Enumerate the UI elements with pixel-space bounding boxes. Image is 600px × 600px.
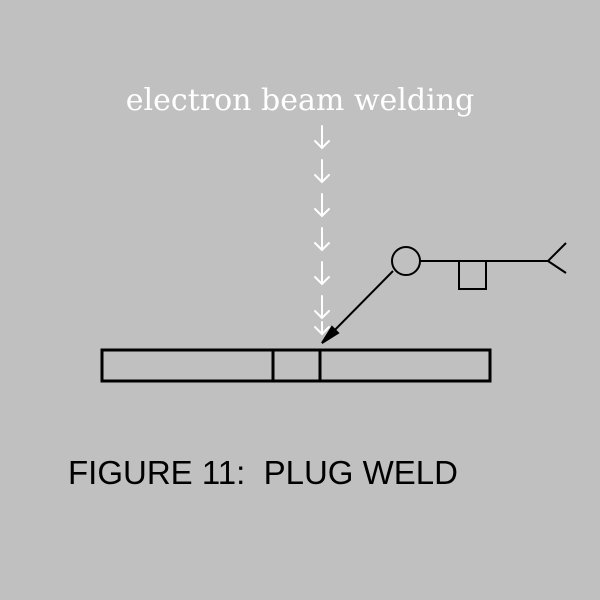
- beam-arrow-7: [314, 321, 330, 336]
- figure-caption: FIGURE 11: PLUG WELD: [68, 454, 458, 491]
- beam-arrow-4: [314, 227, 330, 252]
- weld-all-around-circle: [391, 246, 421, 276]
- electron-beam-arrows: [314, 125, 330, 336]
- beam-arrow-5: [314, 261, 330, 286]
- beam-arrow-1: [314, 125, 330, 150]
- plug-weld-zone: [271, 348, 322, 383]
- beam-arrow-3: [314, 193, 330, 218]
- beam-arrow-6: [314, 295, 330, 320]
- arrow-head: [321, 325, 340, 344]
- plate-assembly: [100, 348, 492, 383]
- workpiece: [100, 348, 492, 383]
- plug-weld-symbol: [458, 261, 487, 290]
- welding-symbol: [321, 242, 567, 344]
- beam-arrow-2: [314, 159, 330, 184]
- beam-label: electron beam welding: [126, 83, 474, 118]
- tail-icon: [547, 242, 567, 274]
